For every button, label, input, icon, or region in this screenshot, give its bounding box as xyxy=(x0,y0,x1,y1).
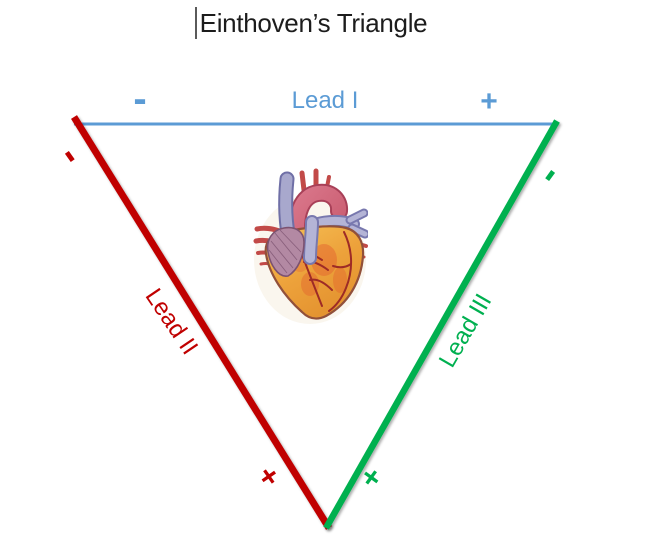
heart-illustration xyxy=(252,168,370,326)
lead3-line xyxy=(323,119,560,530)
lead1-line xyxy=(73,120,558,128)
lead1-plus-sign: + xyxy=(480,85,498,118)
text-cursor xyxy=(194,7,197,39)
lead1-minus-sign: - xyxy=(133,77,147,121)
lead1-label: Lead I xyxy=(291,87,359,114)
title-text: Einthoven’s Triangle xyxy=(199,8,428,38)
anatomical-heart-icon xyxy=(253,168,370,324)
page-title[interactable]: Einthoven’s Triangle xyxy=(0,6,622,40)
lead2-line xyxy=(71,115,332,530)
